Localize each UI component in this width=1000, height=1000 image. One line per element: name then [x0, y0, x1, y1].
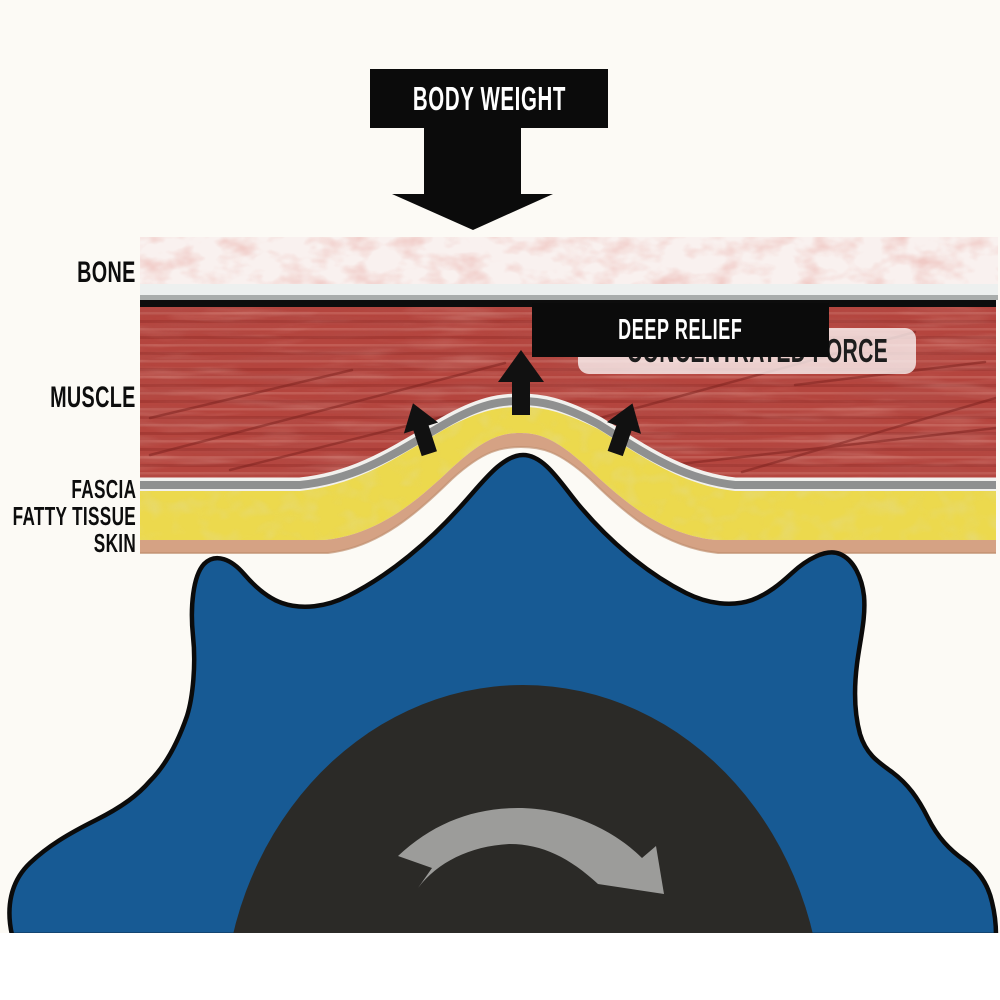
deep-relief-banner: DEEP RELIEF: [532, 303, 829, 357]
skin-layer: [140, 433, 996, 554]
bone-lower-band: [140, 284, 998, 296]
body-weight-label: BODY WEIGHT: [412, 79, 566, 117]
layer-label-fatty-tissue: FATTY TISSUE: [12, 501, 136, 531]
up-arrow-right-icon: [606, 403, 642, 457]
layer-label-bone: BONE: [77, 256, 136, 289]
rotation-arrow-icon: [398, 808, 664, 894]
periosteum-line: [140, 295, 998, 300]
up-arrow-center-icon: [498, 350, 544, 415]
bottom-crop-strip: [0, 933, 1000, 1000]
deep-relief-label: DEEP RELIEF: [618, 313, 743, 346]
up-arrow-left-icon: [403, 403, 439, 457]
body-weight-banner: BODY WEIGHT: [370, 69, 608, 128]
layer-label-skin: SKIN: [93, 528, 136, 558]
body-weight-arrow-icon: [392, 126, 553, 230]
layer-label-fascia: FASCIA: [71, 474, 136, 504]
force-arrows: [403, 350, 642, 457]
bone-layer: [140, 237, 998, 307]
layer-label-muscle: MUSCLE: [50, 381, 136, 414]
